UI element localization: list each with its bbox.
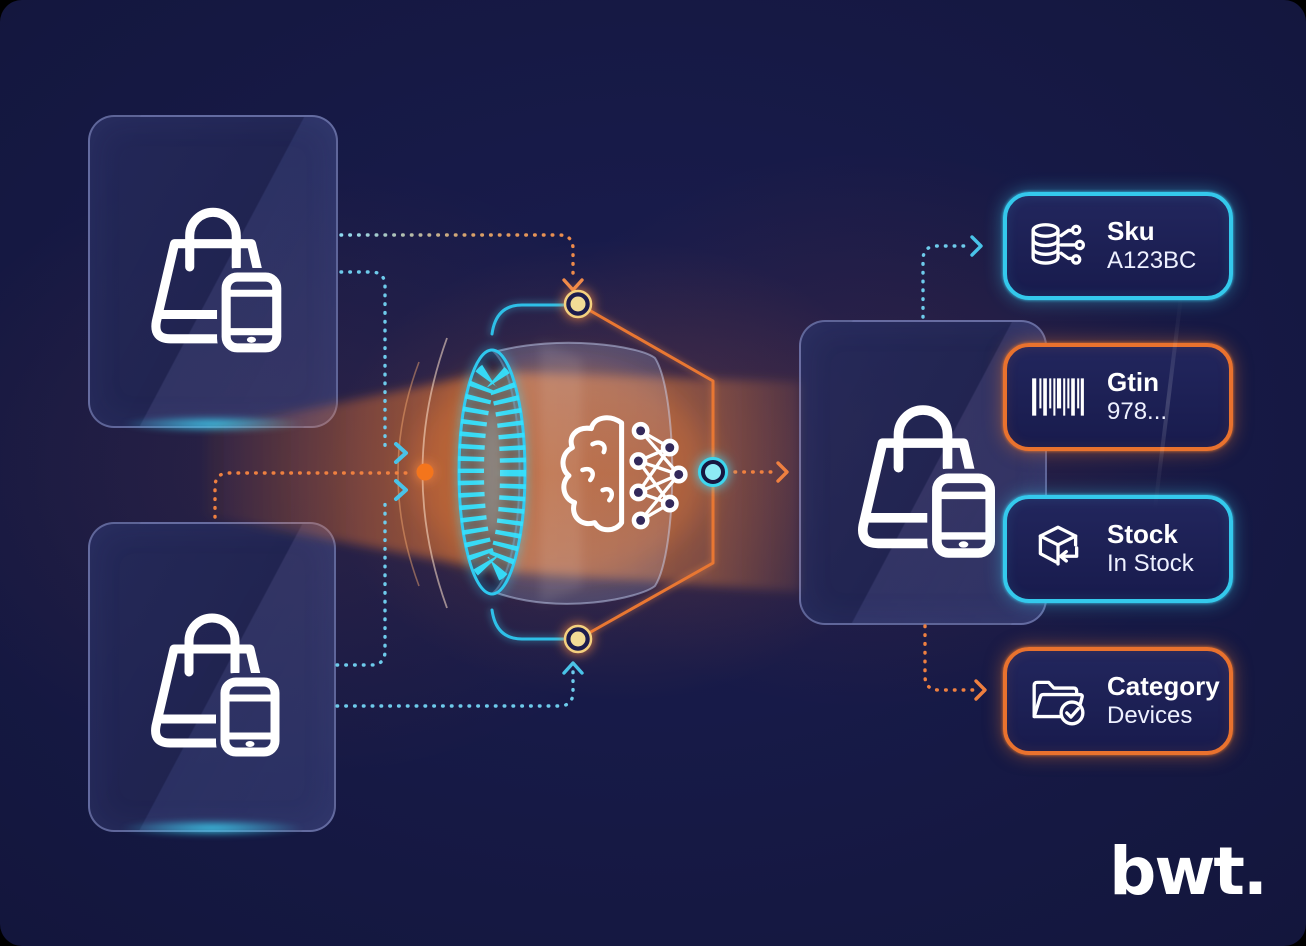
- chip-text: Gtin 978...: [1107, 366, 1168, 426]
- source-card-top: [88, 115, 338, 428]
- chip-label: Sku: [1107, 215, 1155, 246]
- database-network-icon: [1031, 223, 1086, 265]
- folder-check-icon: [1032, 680, 1085, 726]
- attribute-chip-sku: Sku A123BC: [1003, 192, 1233, 300]
- glass-funnel: [492, 341, 674, 605]
- chip-label: Gtin: [1107, 366, 1159, 397]
- junction-node-bottom: [563, 624, 593, 654]
- chip-value: Devices: [1107, 701, 1193, 729]
- brain-neural-network-icon: [560, 415, 688, 533]
- junction-node-top: [563, 289, 593, 319]
- chip-text: Category Devices: [1107, 670, 1220, 730]
- shopping-bag-phone-icon: [858, 404, 995, 558]
- shopping-bag-phone-icon: [151, 613, 280, 757]
- source-card-bottom: [88, 522, 336, 832]
- chip-value: In Stock: [1107, 549, 1194, 577]
- output-node: [698, 457, 728, 487]
- input-node: [416, 463, 434, 481]
- bwt-logo: bwt.: [1109, 833, 1268, 910]
- shopping-bag-phone-icon: [151, 207, 282, 352]
- scanner-lens: [455, 346, 529, 598]
- package-return-icon: [1038, 525, 1079, 566]
- barcode-icon: [1032, 378, 1084, 416]
- chip-text: Sku A123BC: [1107, 215, 1197, 275]
- chip-value: 978...: [1107, 397, 1168, 425]
- attribute-chip-category: Category Devices: [1003, 647, 1233, 755]
- solid-connectors: [490, 303, 715, 641]
- chip-value: A123BC: [1107, 246, 1197, 274]
- chip-label: Stock: [1107, 518, 1178, 549]
- chip-text: Stock In Stock: [1107, 518, 1194, 578]
- chip-label: Category: [1107, 670, 1220, 701]
- attribute-chip-stock: Stock In Stock: [1003, 495, 1233, 603]
- wave-arcs: [397, 337, 448, 609]
- attribute-chip-gtin: Gtin 978...: [1003, 343, 1233, 451]
